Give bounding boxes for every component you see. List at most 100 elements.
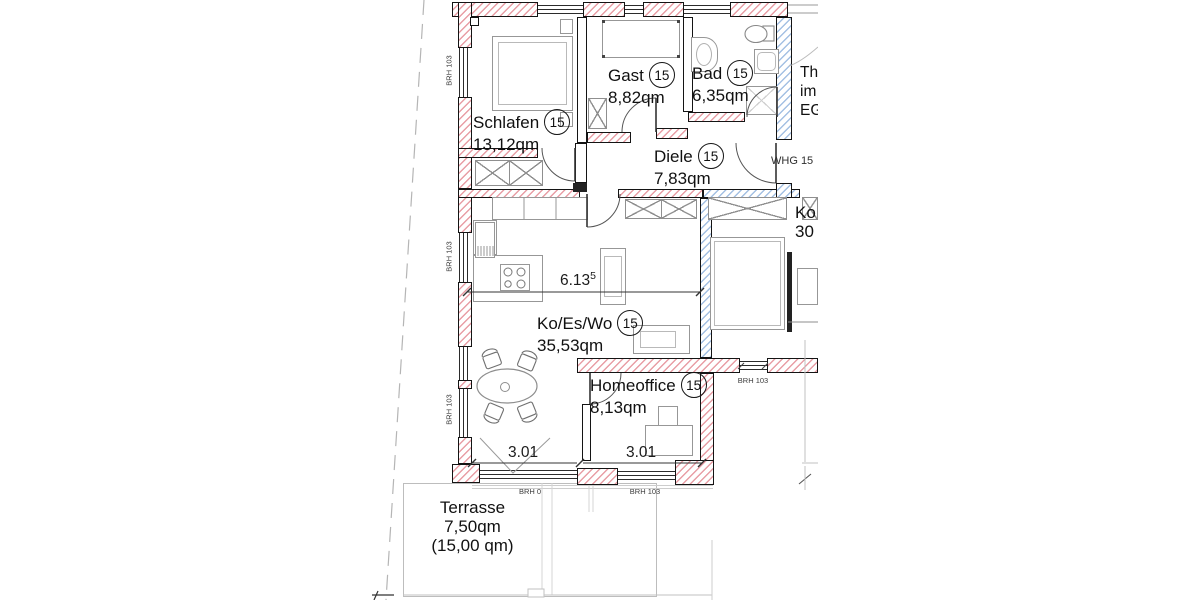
wall-top-2 [583,2,625,17]
sill-label-homeoffice: BRH 103 [629,487,661,496]
dimension-superscript: 5 [590,269,597,282]
door-living [586,193,621,228]
wall-left-mullion [458,380,472,389]
wall-left-2 [458,97,472,189]
window-homeoffice [618,471,675,480]
wall-left-3 [458,197,472,233]
room-area: 35,53qm [537,336,604,355]
sill-label-neighbor: BRH 103 [737,376,769,385]
wall-homeoffice-right [700,373,714,461]
room-area: 6,35qm [692,86,749,105]
wall-schlafen-bottom [458,148,538,158]
sideboard-living-inner [604,256,622,297]
wall-bottom-pier [577,468,618,485]
wall-corridor-mid [618,189,703,198]
dining-table [476,368,538,404]
room-area: 7,83qm [654,169,711,188]
wardrobe-gast [588,98,607,129]
boundary-tick [373,590,379,600]
room-name: Ko/Es/Wo [537,313,613,333]
wall-gast-bottom-left [587,132,631,143]
table-neighbor [797,268,818,305]
washer-bad-drum [757,52,776,71]
room-label-neighbor: Ko 30 [795,203,816,241]
wall-neighbor-bottom [767,358,818,373]
wardrobe-neighbor-2 [802,197,818,220]
window-neighbor [740,361,767,370]
wardrobe-neighbor-1 [708,197,787,220]
wall-right-existing-1 [776,17,792,140]
room-area: 8,13qm [590,398,647,417]
room-name: Terrasse [439,498,506,517]
room-label-bad: Bad 15 6,35qm [692,60,754,105]
bed-gast-dot [677,20,680,23]
bed-schlafen-mattress [498,42,567,105]
wall-left-5 [458,437,472,464]
wardrobe-schlafen [475,160,543,186]
unit-label: WHG 15 [771,155,814,167]
door-entry-whg15 [735,142,777,184]
room-label-diele: Diele 15 7,83qm [654,143,724,188]
bed-gast [602,20,680,58]
wall-top-1 [452,2,538,17]
room-name-clipped: Ko [795,203,816,222]
desk-homeoffice [645,425,693,456]
wall-notch-schlafen [470,17,479,26]
pier-neighbor-bed [787,252,792,332]
room-label-homeoffice: Homeoffice 15 8,13qm [590,372,707,417]
wall-neighbor-left [700,198,712,358]
stairwell-note: Th im EG [800,63,818,120]
partition-schlafen-niche [575,143,587,183]
dimension-living-width-text: 6.135 [560,269,597,289]
room-area: 7,50qm [444,517,501,536]
terrace-door-opening [480,470,577,479]
partition-homeoffice [582,404,591,461]
stairwell-note-line: im [800,83,817,100]
wall-right-existing-2 [776,183,792,198]
sill-label-left-3: BRH 103 [444,394,454,425]
room-area-clipped: 30 [795,222,814,241]
dining-chairs [481,348,538,424]
room-area-total: (15,00 qm) [431,536,514,555]
room-label-terrasse: Terrasse 7,50qm (15,00 qm) [390,498,555,555]
room-area: 13,12qm [473,135,540,154]
room-number-circle: 15 [648,62,675,88]
sink-bad-basin [696,43,712,66]
room-number-circle: 15 [617,310,644,336]
wall-bad-bottom [688,112,745,122]
room-name: Homeoffice [590,375,676,395]
room-name: Gast [608,65,644,85]
window-top-gast [625,5,643,14]
room-name: Diele [654,146,693,166]
bed-gast-dot [602,55,605,58]
stove [500,264,530,291]
tick-right [798,473,812,485]
room-name: Bad [692,63,723,83]
window-top-schlafen [538,5,583,14]
sofa-living-cushion [640,331,676,348]
toilet-bad [744,24,775,44]
dimension-terrace-door-text: 3.01 [508,444,539,461]
room-label-schlafen: Schlafen 15 13,12qm [473,109,571,154]
wall-top-3 [643,2,684,17]
room-name: Schlafen [473,112,540,132]
room-label-gast: Gast 15 8,82qm [608,62,675,107]
terrace-outline [403,483,657,597]
room-label-wohnen: Ko/Es/Wo 15 35,53qm [537,310,644,355]
wall-top-4 [730,2,788,17]
room-number-circle: 15 [697,143,724,169]
wall-gast-bottom-right [656,128,688,139]
chair-homeoffice [658,406,678,426]
window-left-living-1 [459,233,468,282]
wardrobe-corridor [625,199,697,219]
wall-left-4 [458,282,472,347]
bed-neighbor-mattress [714,241,781,326]
room-number-circle: 15 [727,60,754,86]
room-area: 8,82qm [608,88,665,107]
window-left-living-3 [459,389,468,437]
window-top-bad [684,5,730,14]
bed-gast-dot [602,20,605,23]
room-number-circle: 15 [544,109,571,135]
room-number-circle: 15 [680,372,707,398]
kitchen-counter-top [492,197,588,220]
